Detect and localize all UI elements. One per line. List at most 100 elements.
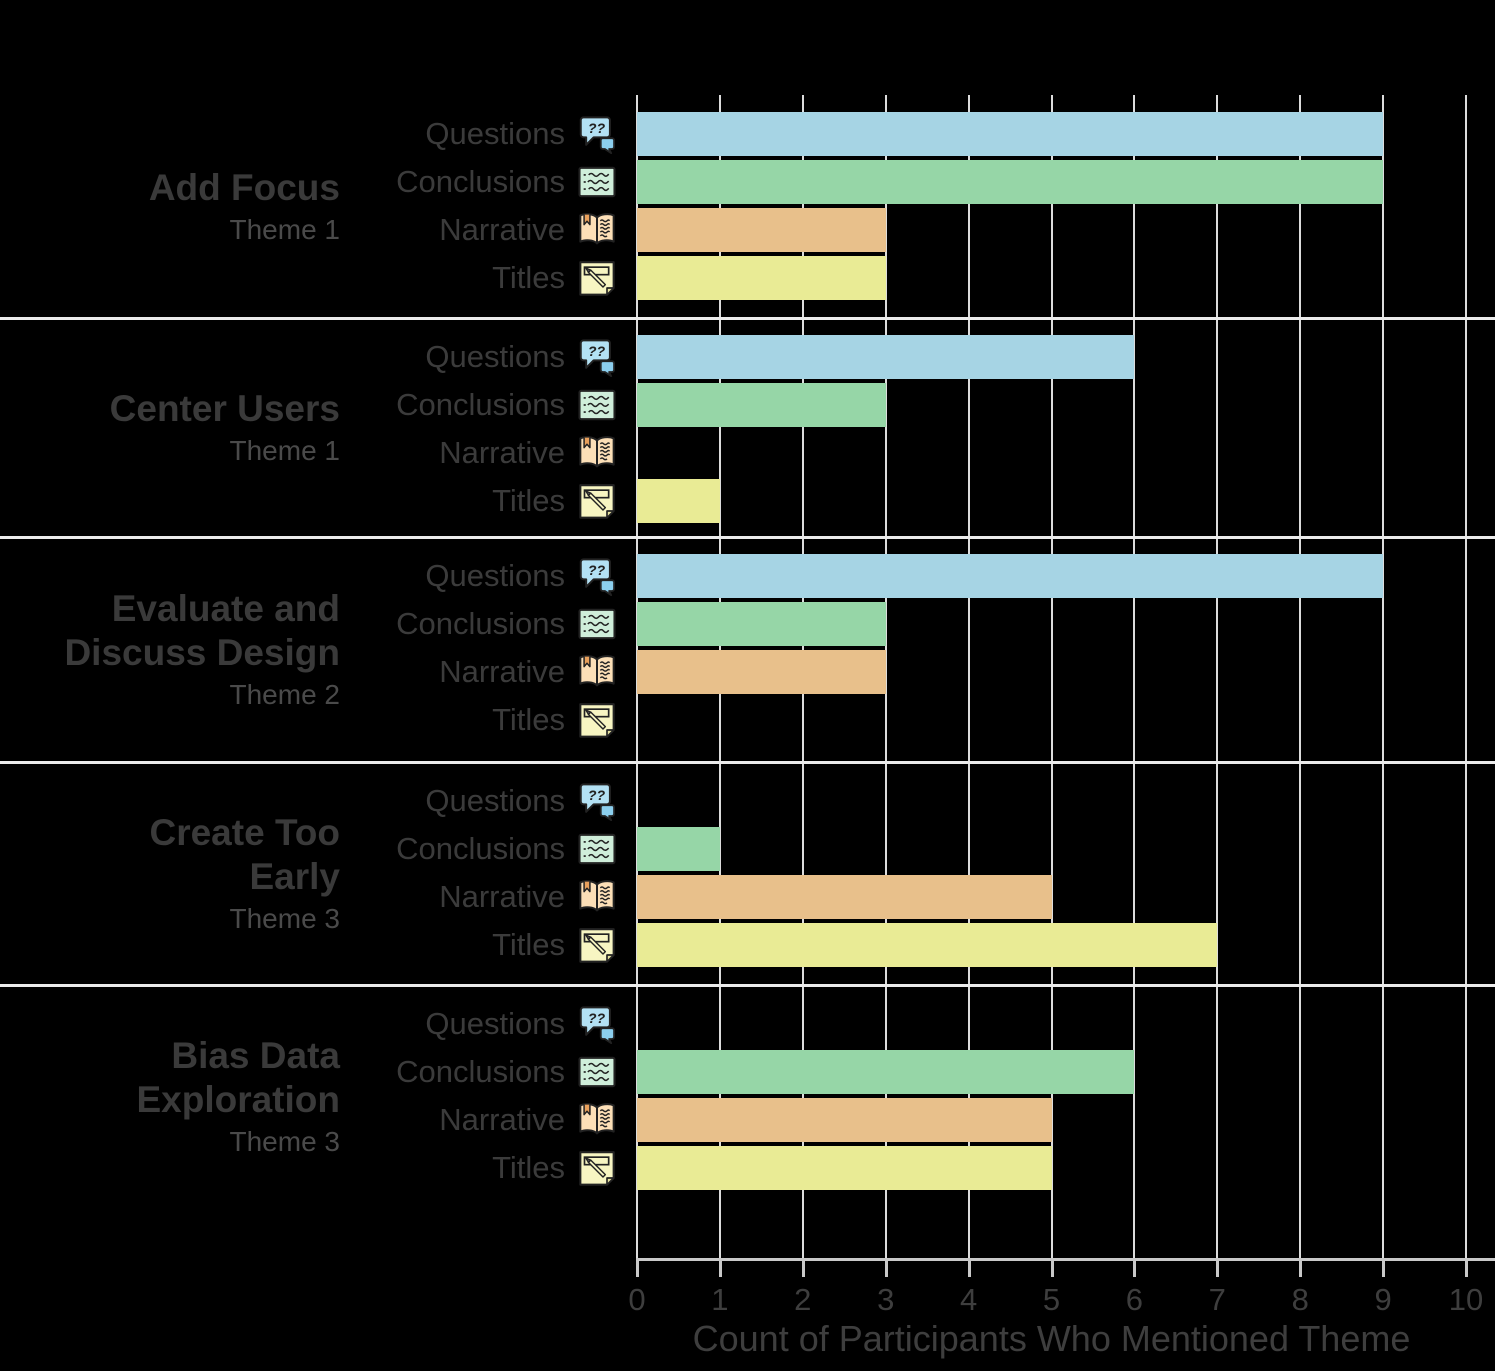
narrative-book-icon: [577, 1100, 617, 1140]
x-axis-tick: [1465, 1258, 1468, 1277]
category-row: Titles: [0, 698, 1495, 742]
conclusions-note-icon: [577, 1052, 617, 1092]
titles-sticky-note-icon: [577, 700, 617, 740]
x-axis-line: [637, 1258, 1495, 1261]
group-title: Create Too Early: [149, 812, 340, 897]
group-separator: [0, 984, 1495, 987]
gridline: [967, 95, 970, 1258]
svg-text:??: ??: [588, 1011, 606, 1027]
bar-narrative: [637, 1098, 1052, 1142]
category-label: Questions: [425, 783, 565, 818]
x-tick-label: 1: [711, 1282, 729, 1317]
group-subtitle: Theme 1: [229, 435, 341, 466]
conclusions-note-icon: [577, 162, 617, 202]
category-label: Narrative: [439, 212, 565, 247]
category-label: Conclusions: [396, 831, 565, 866]
category-label: Titles: [492, 702, 565, 737]
category-label-wrap: Conclusions: [0, 827, 617, 871]
category-label-wrap: Questions??: [0, 554, 617, 598]
question-bubbles-icon: ??: [577, 781, 617, 821]
group-title: Center Users: [109, 388, 340, 429]
bar-narrative: [637, 875, 1052, 919]
bar-conclusions: [637, 383, 886, 427]
category-label: Titles: [492, 1150, 565, 1185]
narrative-book-icon: [577, 210, 617, 250]
category-label: Titles: [492, 927, 565, 962]
category-label: Narrative: [439, 879, 565, 914]
category-row: Narrative: [0, 431, 1495, 475]
gridline: [884, 95, 887, 1258]
category-row: Conclusions: [0, 827, 1495, 871]
category-label-wrap: Narrative: [0, 208, 617, 252]
category-label-wrap: Questions??: [0, 112, 617, 156]
category-label: Narrative: [439, 654, 565, 689]
titles-sticky-note-icon: [577, 258, 617, 298]
category-row: Conclusions: [0, 160, 1495, 204]
bar-conclusions: [637, 160, 1384, 204]
gridline: [1299, 95, 1302, 1258]
bar-titles: [637, 1146, 1052, 1190]
group-title: Bias Data Exploration: [136, 1034, 340, 1120]
category-label-wrap: Narrative: [0, 431, 617, 475]
bar-conclusions: [637, 602, 886, 646]
group-separator: [0, 761, 1495, 764]
category-label-wrap: Narrative: [0, 875, 617, 919]
x-axis-tick: [1050, 1258, 1054, 1277]
titles-sticky-note-icon: [577, 925, 617, 965]
category-label-wrap: Questions??: [0, 335, 617, 379]
x-axis-tick: [718, 1258, 722, 1277]
category-row: Narrative: [0, 208, 1495, 252]
category-row: Titles: [0, 479, 1495, 523]
category-label: Conclusions: [396, 1054, 565, 1089]
x-tick-label: 6: [1125, 1282, 1144, 1317]
x-axis-tick: [1382, 1258, 1386, 1277]
bar-conclusions: [637, 1050, 1135, 1094]
category-row: Questions??: [0, 112, 1495, 156]
question-bubbles-icon: ??: [577, 337, 617, 377]
category-row: Titles: [0, 923, 1495, 967]
x-axis-tick: [1299, 1258, 1303, 1277]
x-axis-tick: [1216, 1258, 1220, 1277]
x-tick-label: 2: [794, 1282, 812, 1317]
x-tick-label: 10: [1448, 1282, 1484, 1317]
category-label-wrap: Questions??: [0, 1002, 617, 1046]
category-label: Narrative: [439, 435, 565, 470]
category-label: Titles: [492, 260, 565, 295]
question-bubbles-icon: ??: [577, 1004, 617, 1044]
category-label-wrap: Titles: [0, 479, 617, 523]
bar-questions: [637, 554, 1384, 598]
bar-questions: [637, 112, 1384, 156]
question-bubbles-icon: ??: [577, 114, 617, 154]
conclusions-note-icon: [577, 385, 617, 425]
gridline: [1133, 95, 1136, 1258]
svg-text:??: ??: [588, 121, 606, 137]
bar-titles: [637, 479, 720, 523]
x-axis-tick: [884, 1258, 888, 1277]
category-label-wrap: Narrative: [0, 650, 617, 694]
x-axis-tick: [801, 1258, 805, 1277]
group-subtitle: Theme 1: [229, 214, 341, 245]
category-label: Titles: [492, 483, 565, 518]
category-label-wrap: Conclusions: [0, 1050, 617, 1094]
narrative-book-icon: [577, 652, 617, 692]
group-subtitle: Theme 3: [229, 1125, 341, 1157]
category-row: Conclusions: [0, 383, 1495, 427]
category-label-wrap: Conclusions: [0, 160, 617, 204]
x-tick-label: 9: [1374, 1282, 1392, 1317]
category-label: Conclusions: [396, 164, 565, 199]
x-tick-label: 8: [1291, 1282, 1309, 1317]
conclusions-note-icon: [577, 604, 617, 644]
category-row: Narrative: [0, 1098, 1495, 1142]
category-label: Questions: [425, 339, 565, 374]
group-title: Evaluate and Discuss Design: [64, 588, 340, 673]
bar-titles: [637, 923, 1218, 967]
x-tick-label: 3: [877, 1282, 895, 1317]
titles-sticky-note-icon: [577, 481, 617, 521]
category-row: Questions??: [0, 779, 1495, 823]
